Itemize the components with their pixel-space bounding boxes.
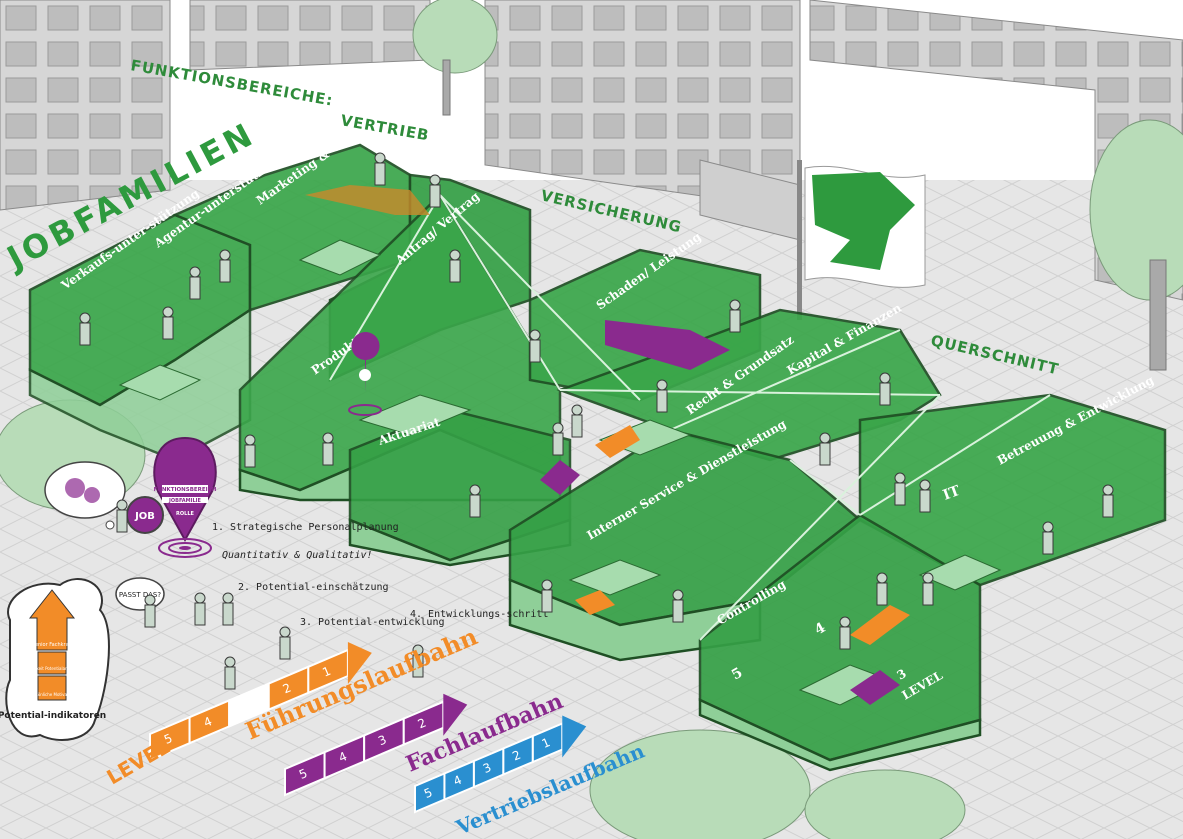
career-arrow-head <box>443 693 468 736</box>
people <box>79 152 1114 690</box>
step-1-title: 1. Strategische Personalplanung <box>212 522 399 533</box>
step-1-sub: Quantitativ & Qualitativ! <box>222 550 373 561</box>
legend-item-3: Persönliche Motivation <box>29 692 75 697</box>
job-badge-label: JOB <box>134 511 155 522</box>
career-arrow-head <box>562 715 587 758</box>
step-2: 2. Potential-einschätzung <box>238 582 389 593</box>
thought-cloud <box>44 461 126 530</box>
logo-horse-icon <box>812 172 915 270</box>
legend-item-1: Senior Fachkraft <box>32 642 73 648</box>
legend-item-2: Fähigkeit Potentialanalyse <box>26 666 79 671</box>
career-arrow-head <box>347 641 372 684</box>
pin-ring-rolle: ROLLE <box>176 511 194 517</box>
speech-bubble-text: PASST DAS? <box>119 591 161 599</box>
step-3: 3. Potential-entwicklung <box>300 617 445 628</box>
room-arrows <box>305 185 910 705</box>
legend-caption: Potential-indikatoren <box>0 711 106 721</box>
map-pin-icon: FUNKTIONSBEREICH JOBFAMILIE ROLLE <box>153 436 217 558</box>
potential-legend: Senior Fachkraft Fähigkeit Potentialanal… <box>0 578 110 741</box>
speech-bubble: PASST DAS? <box>115 577 165 611</box>
small-pin <box>348 332 382 416</box>
company-flag <box>797 160 926 320</box>
pin-ring-funktionsbereich: FUNKTIONSBEREICH <box>154 487 217 493</box>
room-label-it: IT <box>941 483 963 504</box>
job-badge: JOB <box>126 496 164 534</box>
pin-ring-jobfamilie: JOBFAMILIE <box>168 498 202 504</box>
step-4: 4. Entwicklungs-schritt <box>410 609 548 620</box>
background-buildings <box>0 0 1183 301</box>
process-steps: 1. Strategische Personalplanung Quantita… <box>212 522 548 628</box>
